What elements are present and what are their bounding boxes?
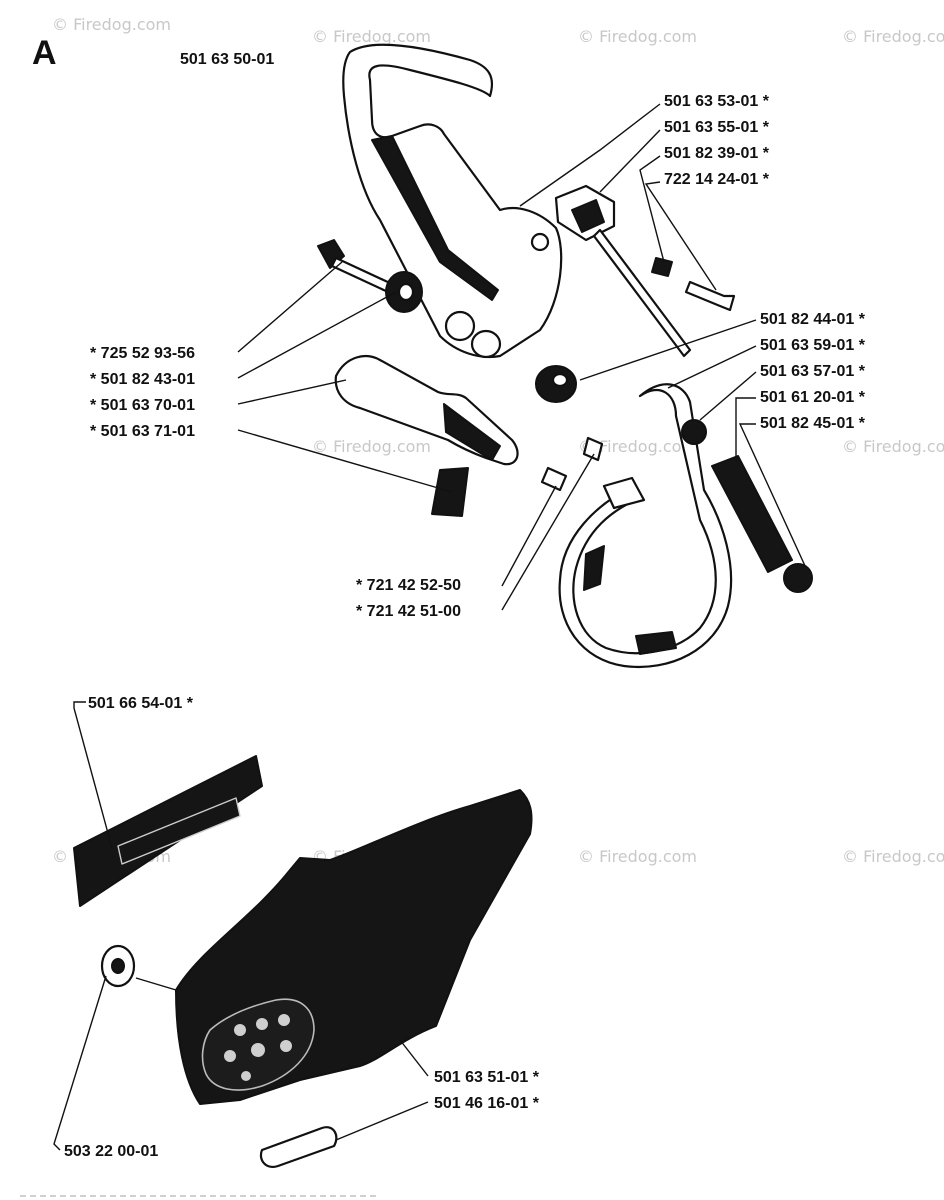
part-number-label: 501 46 16-01 * [434,1095,540,1112]
part-number-label: 501 61 20-01 * [760,389,866,406]
pin-right [582,436,604,462]
part-number-label: * 721 42 52-50 [356,577,461,594]
part-number-label: * 501 82 43-01 [90,371,195,388]
part-number-label: 501 63 50-01 [180,51,274,68]
part-number-label: 722 14 24-01 * [664,171,770,188]
decal-plate [73,755,263,907]
pin-middle [540,466,568,492]
part-number-label: * 721 42 51-00 [356,603,461,620]
part-number-label: * 501 63 71-01 [90,423,195,440]
bumper-pad [259,1126,338,1168]
part-number-label: 501 63 59-01 * [760,337,866,354]
chain-brake-handle [342,43,563,359]
cover-nut [100,944,136,988]
part-number-label: 501 63 51-01 * [434,1069,540,1086]
clutch-cover [175,789,533,1105]
spring-right [681,419,813,593]
watermark: © Firedog.com [578,847,697,866]
watermark: © Firedog.com [312,27,431,46]
section-letter: A [32,34,57,72]
rivet-nut [535,365,577,403]
watermark: © Firedog.com [842,847,944,866]
part-labels: 501 63 50-01 501 63 53-01 * 501 63 55-01… [64,51,866,1160]
part-number-label: * 725 52 93-56 [90,345,195,362]
watermark: © Firedog.com [842,437,944,456]
part-number-label: 501 82 44-01 * [760,311,866,328]
leaders-lower [53,701,429,1151]
washer-left [385,271,423,313]
brake-band [558,383,733,669]
watermark: © Firedog.com [312,437,431,456]
part-number-label: 501 82 45-01 * [760,415,866,432]
watermark: © Firedog.com [842,27,944,46]
lever [334,355,519,466]
part-number-label: 503 22 00-01 [64,1143,158,1160]
leaders-upper [237,103,807,611]
part-number-label: 501 63 53-01 * [664,93,770,110]
screw-right [651,257,736,312]
bolt-left [317,239,394,294]
part-number-label: * 501 63 70-01 [90,397,195,414]
watermark: © Firedog.com [578,437,697,456]
part-number-label: 501 63 57-01 * [760,363,866,380]
watermark: © Firedog.com [52,15,171,34]
part-number-label: 501 66 54-01 * [88,695,194,712]
watermark: © Firedog.com [578,27,697,46]
clamp-block [554,184,692,358]
part-number-label: 501 82 39-01 * [664,145,770,162]
part-number-label: 501 63 55-01 * [664,119,770,136]
